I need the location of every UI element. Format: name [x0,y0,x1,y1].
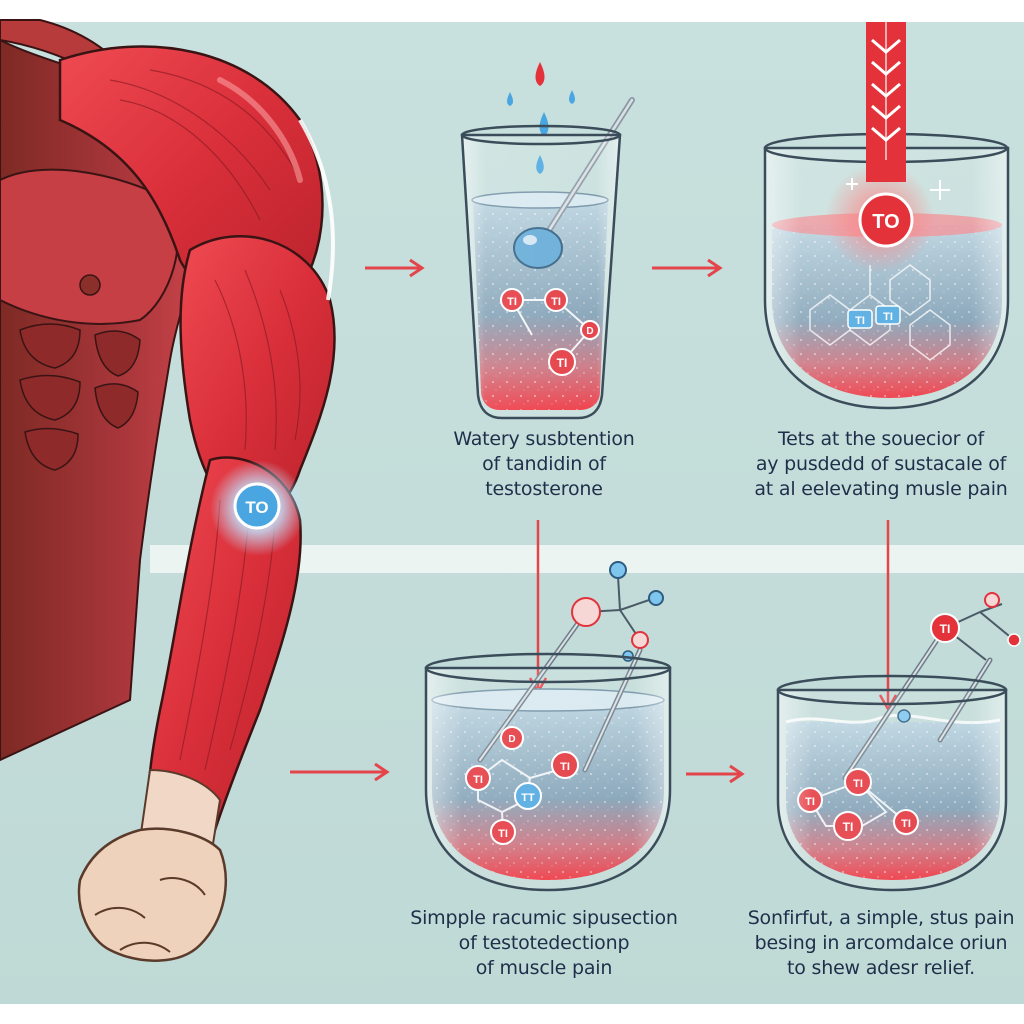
caption-line: ay pusdedd of sustacale of [755,453,1007,475]
caption-line: to shew adesr relief. [787,957,975,979]
step-3-caption: Simpple racumic sipusection of testotede… [392,906,696,981]
step-2-beaker: TI TI TO [763,22,1010,410]
step-4-beaker: TI TI TI TI TI [776,520,1021,892]
top-border [0,0,1024,22]
caption-line: Simpple racumic sipusection [410,907,678,929]
step-1-beaker: TI TI D TI [460,62,635,420]
blue-drop-icon [507,92,513,106]
caption-line: Sonfirfut, a simple, stus pain [747,907,1015,929]
bottom-border [0,1004,1024,1024]
arrow-to-step-4 [686,764,745,784]
caption-line: Watery susbtention [453,428,635,450]
arm-to-badge: TO [233,482,281,530]
flow-arrows [290,258,745,784]
caption-line: testosterone [485,478,603,500]
blue-drop-icon [539,112,549,136]
step-3-beaker: D TI TI TT TI [424,520,672,892]
arm-badge-label: TO [245,498,268,517]
caption-line: of testotedectionp [458,932,630,954]
arrow-to-step-2 [652,258,723,278]
red-drop-icon [535,62,545,86]
blue-drop-icon [569,90,575,104]
step-2-caption: Tets at the souecior of ay pusdedd of su… [742,427,1020,502]
step-2-badge-label: TO [872,211,899,233]
caption-line: besing in arcomdalce oriun [754,932,1008,954]
caption-line: of tandidin of [482,453,606,475]
step-1-caption: Watery susbtention of tandidin of testos… [412,427,676,502]
caption-line: of muscle pain [475,957,613,979]
sparkle-icon [846,178,950,200]
muscular-arm-illustration: TO [0,19,336,962]
caption-line: at al eelevating musle pain [754,478,1008,500]
red-down-arrow-icon: TO [858,22,914,248]
caption-line: Tets at the souecior of [778,428,984,450]
arrow-to-step-1 [365,258,425,278]
step-4-caption: Sonfirfut, a simple, stus pain besing in… [742,906,1020,981]
arrow-to-step-3 [290,762,390,782]
molecule-label: TI [940,622,951,636]
